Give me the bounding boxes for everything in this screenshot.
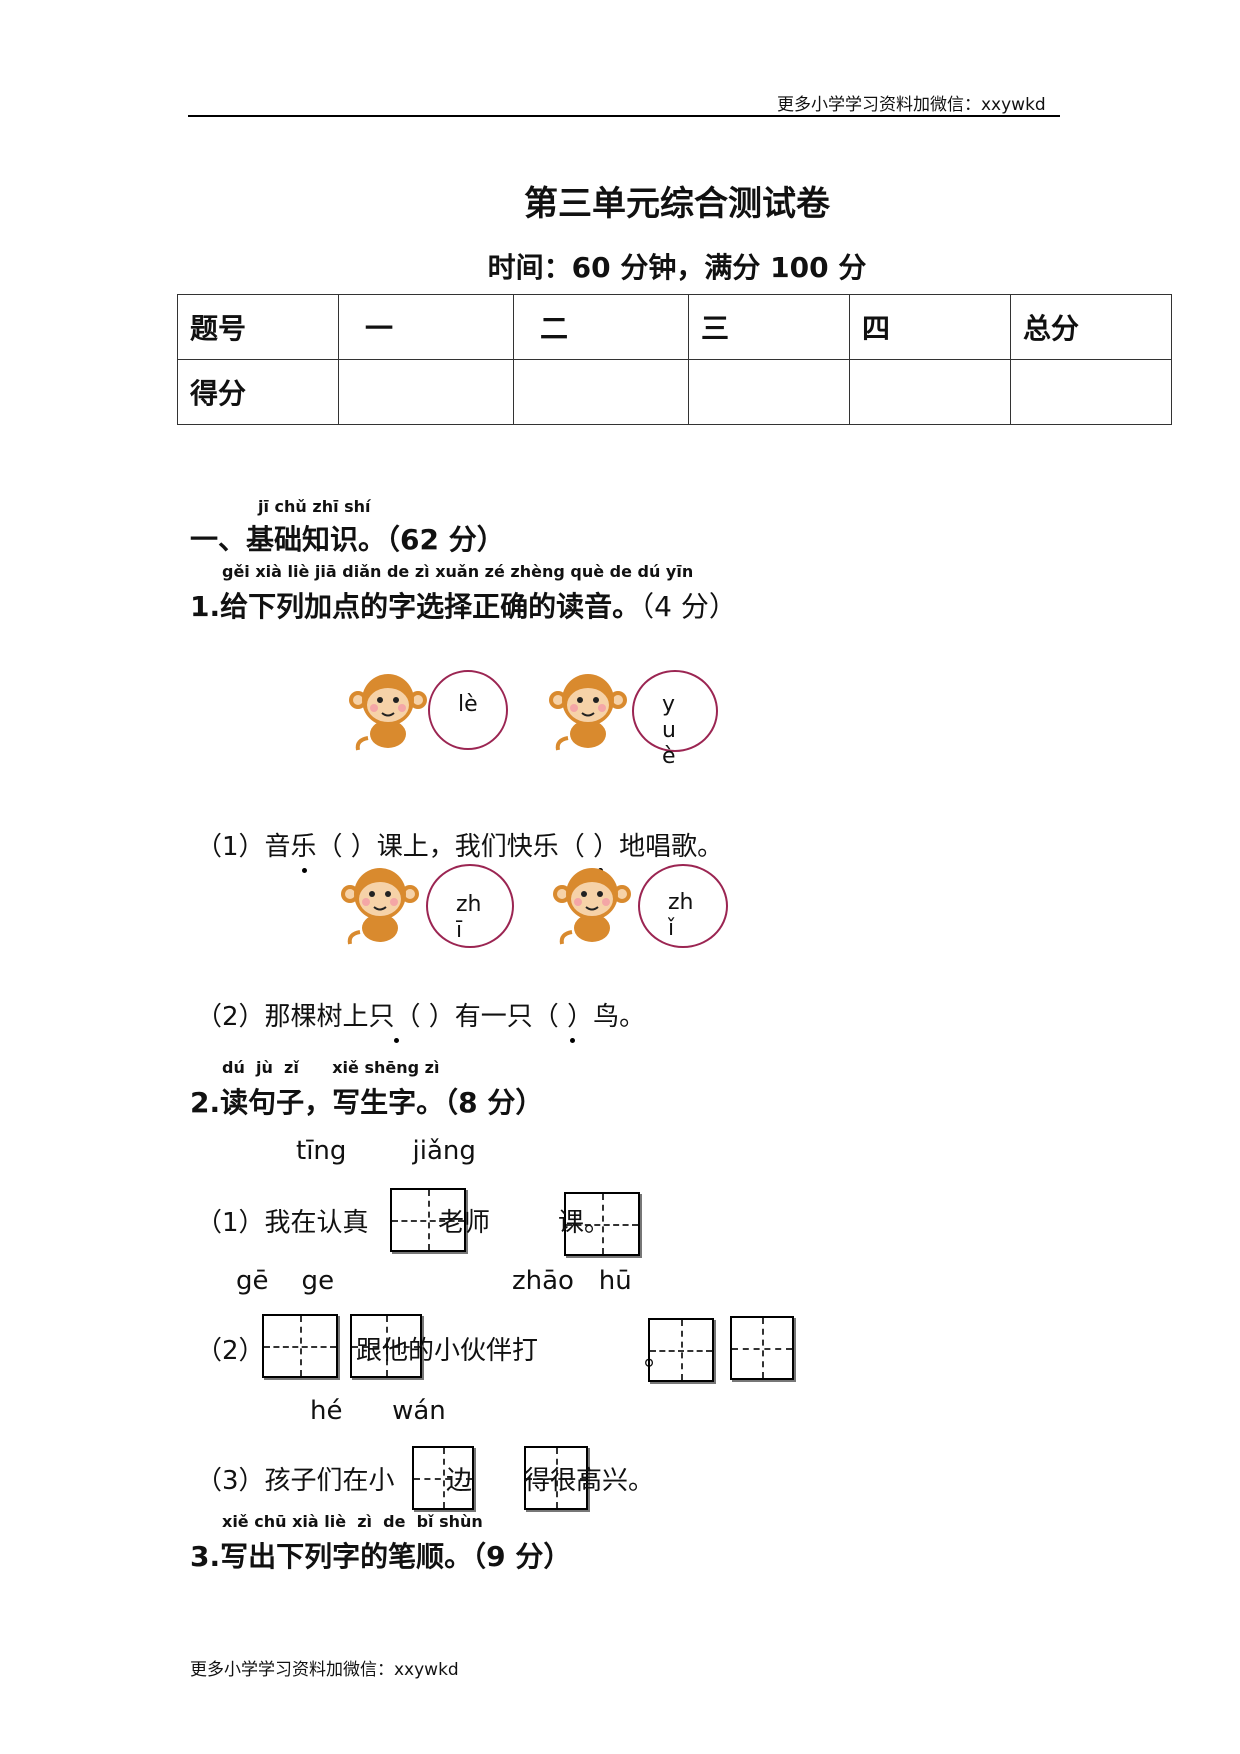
write-grid[interactable] bbox=[564, 1192, 640, 1256]
q2-title: 2.读句子，写生字。（8 分） bbox=[190, 1086, 544, 1119]
write-grid[interactable] bbox=[262, 1314, 338, 1378]
q2-pinyin: dú jù zǐ xiě shēng zì bbox=[222, 1058, 440, 1077]
score-input-cell[interactable] bbox=[688, 359, 850, 425]
monkey-icon bbox=[338, 866, 422, 950]
score-input-cell[interactable] bbox=[338, 359, 514, 425]
answer-circle bbox=[638, 864, 728, 948]
q2-s3-pinyin: hé wán bbox=[310, 1396, 446, 1426]
monkey-icon bbox=[546, 672, 630, 756]
circle-text: y u è bbox=[662, 692, 676, 769]
score-cell: 四 bbox=[849, 294, 1011, 360]
emphasis-dot bbox=[570, 1038, 575, 1043]
q2-s1-a: （1）我在认真 bbox=[196, 1208, 369, 1238]
score-input-cell[interactable] bbox=[849, 359, 1011, 425]
q2-s1-b: 老师 bbox=[438, 1208, 491, 1238]
score-table: 题号 一 二 三 四 总分 得分 bbox=[177, 294, 1172, 425]
q2-s2-b: 跟他的小伙伴打 bbox=[356, 1336, 539, 1366]
q1-pinyin: gěi xià liè jiā diǎn de zì xuǎn zé zhèng… bbox=[222, 562, 694, 581]
section1-title: 一、基础知识。（62 分） bbox=[190, 523, 505, 556]
header-note: 更多小学学习资料加微信：xxywkd bbox=[777, 95, 1046, 115]
footer-note: 更多小学学习资料加微信：xxywkd bbox=[190, 1660, 459, 1680]
score-cell: 二 bbox=[513, 294, 689, 360]
write-grid[interactable] bbox=[412, 1446, 474, 1510]
q2-s1-pinyin: tīng jiǎng bbox=[296, 1136, 476, 1166]
monkey-icon bbox=[346, 672, 430, 756]
q2-s2-pinyin-b: zhāo hū bbox=[512, 1266, 632, 1296]
header-rule bbox=[188, 115, 1060, 117]
section1-pinyin: jī chǔ zhī shí bbox=[258, 497, 371, 516]
score-table-header-row: 题号 一 二 三 四 总分 bbox=[177, 294, 1172, 360]
q3-pinyin: xiě chū xià liè zì de bǐ shùn bbox=[222, 1512, 483, 1531]
score-input-cell[interactable] bbox=[513, 359, 689, 425]
q2-s3-b: 边 bbox=[446, 1466, 473, 1496]
q1-sentence-2: （2）那棵树上只（ ）有一只（ ）鸟。 bbox=[196, 1002, 646, 1032]
q3-title: 3.写出下列字的笔顺。（9 分） bbox=[190, 1540, 572, 1573]
q1-sentence-1: （1）音乐（ ）课上，我们快乐（ ）地唱歌。 bbox=[196, 832, 724, 862]
score-input-cell[interactable] bbox=[1010, 359, 1172, 425]
score-cell: 一 bbox=[338, 294, 514, 360]
write-grid[interactable] bbox=[524, 1446, 588, 1510]
monkey-icon bbox=[550, 866, 634, 950]
write-grid[interactable] bbox=[350, 1314, 422, 1378]
score-cell: 题号 bbox=[177, 294, 339, 360]
answer-circle bbox=[428, 670, 508, 750]
circle-text: lè bbox=[458, 692, 478, 717]
score-table-score-row: 得分 bbox=[177, 359, 1172, 425]
write-grid[interactable] bbox=[648, 1318, 714, 1382]
emphasis-dot bbox=[394, 1038, 399, 1043]
q1-title: 1.给下列加点的字选择正确的读音。 bbox=[190, 590, 641, 623]
q2-s3-c: 得很高兴。 bbox=[524, 1466, 655, 1496]
write-grid[interactable] bbox=[390, 1188, 466, 1252]
circle-text: zh ī bbox=[456, 892, 482, 942]
answer-circle bbox=[426, 864, 514, 948]
emphasis-dot bbox=[302, 868, 307, 873]
score-cell: 得分 bbox=[177, 359, 339, 425]
q2-s1-c: 课。 bbox=[558, 1208, 611, 1238]
page-title: 第三单元综合测试卷 bbox=[524, 184, 830, 224]
write-grid[interactable] bbox=[730, 1316, 794, 1380]
q1-points: （4 分） bbox=[640, 590, 737, 623]
page-subtitle: 时间：60 分钟，满分 100 分 bbox=[487, 251, 867, 284]
q1-title-wrap: 1.给下列加点的字选择正确的读音。（4 分） bbox=[190, 585, 737, 625]
q2-s2-pinyin-a: gē ge bbox=[236, 1266, 335, 1296]
q2-s2-a: （2） bbox=[196, 1336, 265, 1366]
score-cell: 三 bbox=[688, 294, 850, 360]
answer-circle bbox=[632, 670, 718, 752]
q2-s3-a: （3）孩子们在小 bbox=[196, 1466, 395, 1496]
circle-text: zh ǐ bbox=[668, 890, 694, 941]
score-cell: 总分 bbox=[1010, 294, 1172, 360]
